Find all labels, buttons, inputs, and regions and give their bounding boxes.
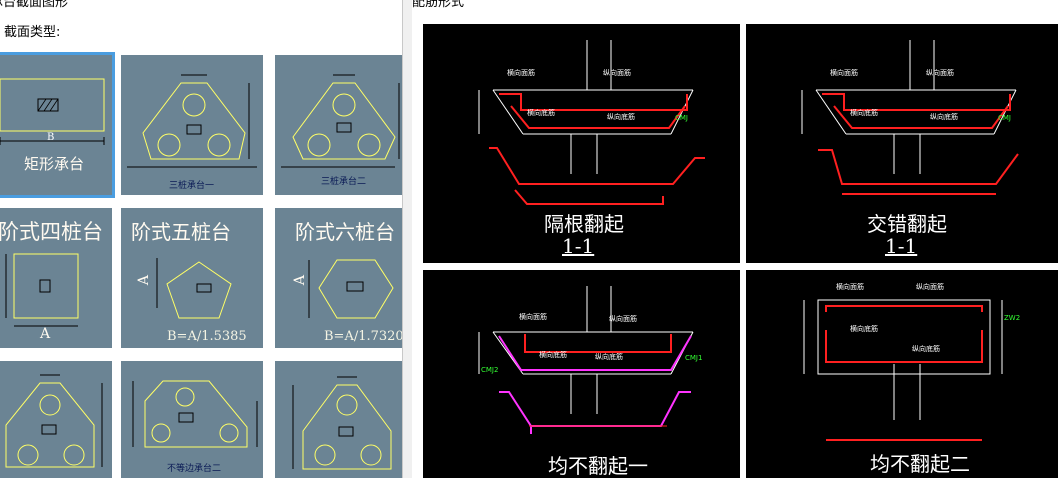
cmj2-label: CMJ2 bbox=[481, 366, 499, 374]
transverse-top-label: 横向面筋 bbox=[836, 283, 864, 291]
transverse-bottom-label: 横向底筋 bbox=[527, 109, 555, 117]
longitudinal-bottom-label: 纵向底筋 bbox=[595, 353, 623, 361]
tile-stepped-four-pile-cap[interactable]: 阶式四桩台 A bbox=[0, 208, 112, 348]
cap-section-group-title: 承台截面图形 bbox=[0, 0, 69, 10]
rebar-option-staggered-bent[interactable]: 横向面筋 纵向面筋 横向底筋 纵向底筋 CMJ 交错翻起 1-1 bbox=[746, 24, 1058, 263]
rectangular-cap-drawing bbox=[0, 78, 105, 145]
dim-a-label: A bbox=[136, 274, 153, 286]
transverse-bottom-label: 横向底筋 bbox=[850, 325, 878, 333]
section-type-label: 截面类型: bbox=[4, 25, 61, 40]
tile-three-pile-cap-two[interactable]: 三桩承台二 bbox=[275, 55, 402, 195]
formula-label: B=A/1.5385 bbox=[167, 329, 247, 344]
alternate-bent-drawing bbox=[478, 40, 705, 205]
tile-unequal-cap-two[interactable]: 不等边承台二 bbox=[121, 361, 263, 478]
none-bent-one-drawing bbox=[478, 286, 694, 434]
stepped-five-pile-cap-drawing bbox=[156, 258, 232, 319]
cmj-label: CMJ bbox=[998, 114, 1011, 122]
option-title: 均不翻起一 bbox=[548, 454, 648, 478]
tile-caption: 三桩承台二 bbox=[321, 177, 367, 187]
transverse-bottom-label: 横向底筋 bbox=[850, 109, 878, 117]
tile-caption: 阶式四桩台 bbox=[0, 220, 103, 244]
longitudinal-top-label: 纵向面筋 bbox=[926, 69, 954, 77]
tile-caption: 阶式六桩台 bbox=[295, 220, 395, 244]
transverse-bottom-label: 横向底筋 bbox=[539, 351, 567, 359]
dim-a-label: A bbox=[40, 326, 51, 342]
rebar-option-none-bent-one[interactable]: 横向面筋 纵向面筋 横向底筋 纵向底筋 CMJ1 CMJ2 均不翻起一 bbox=[423, 270, 740, 478]
three-pile-cap-one-drawing bbox=[127, 74, 257, 168]
three-pile-cap-two-drawing bbox=[281, 74, 400, 168]
unequal-cap-two-drawing bbox=[132, 380, 258, 448]
dim-b-label: B bbox=[47, 132, 55, 143]
unequal-cap-one-drawing bbox=[5, 374, 103, 468]
dim-a-label: A bbox=[292, 274, 309, 286]
tile-caption: 三桩承台一 bbox=[169, 181, 215, 191]
longitudinal-bottom-label: 纵向底筋 bbox=[930, 113, 958, 121]
unequal-cap-three-drawing bbox=[292, 376, 392, 470]
longitudinal-bottom-label: 纵向底筋 bbox=[607, 113, 635, 121]
tile-three-pile-cap-one[interactable]: 三桩承台一 bbox=[121, 55, 263, 195]
panel-divider bbox=[402, 0, 413, 478]
section-label: 1-1 bbox=[885, 234, 918, 258]
formula-label: B=A/1.7320 bbox=[324, 329, 402, 344]
cmj1-label: CMJ1 bbox=[685, 354, 703, 362]
rebar-option-alternate-bent[interactable]: 横向面筋 纵向面筋 横向底筋 纵向底筋 CMJ 隔根翻起 1-1 bbox=[423, 24, 740, 263]
option-title: 隔根翻起 bbox=[544, 212, 624, 236]
tile-stepped-five-pile-cap[interactable]: 阶式五桩台 A B=A/1.5385 bbox=[121, 208, 263, 348]
staggered-bent-drawing bbox=[801, 40, 1019, 195]
stepped-six-pile-cap-drawing bbox=[308, 259, 394, 319]
none-bent-two-drawing bbox=[803, 299, 1003, 441]
longitudinal-bottom-label: 纵向底筋 bbox=[912, 345, 940, 353]
tile-caption: 不等边承台二 bbox=[167, 464, 222, 474]
tile-unequal-cap-one[interactable] bbox=[0, 361, 112, 478]
tile-unequal-cap-three[interactable] bbox=[275, 361, 402, 478]
cap-section-panel: 承台截面图形 截面类型: B 矩形承台 三桩承台一 bbox=[0, 0, 402, 478]
tile-rectangular-cap[interactable]: B 矩形承台 bbox=[0, 52, 115, 198]
longitudinal-top-label: 纵向面筋 bbox=[609, 315, 637, 323]
transverse-top-label: 横向面筋 bbox=[830, 69, 858, 77]
stepped-four-pile-cap-drawing bbox=[5, 253, 79, 327]
transverse-top-label: 横向面筋 bbox=[519, 313, 547, 321]
tile-stepped-six-pile-cap[interactable]: 阶式六桩台 A B=A/1.7320 bbox=[275, 208, 402, 348]
tile-caption: 矩形承台 bbox=[24, 155, 85, 173]
rebar-form-group-title: 配筋形式 bbox=[412, 0, 465, 10]
rebar-option-none-bent-two[interactable]: 横向面筋 纵向面筋 横向底筋 纵向底筋 ZW2 均不翻起二 bbox=[746, 270, 1058, 478]
option-title: 交错翻起 bbox=[867, 212, 947, 236]
option-title: 均不翻起二 bbox=[870, 452, 970, 476]
transverse-top-label: 横向面筋 bbox=[507, 69, 535, 77]
longitudinal-top-label: 纵向面筋 bbox=[916, 283, 944, 291]
section-label: 1-1 bbox=[562, 234, 595, 258]
zw2-label: ZW2 bbox=[1004, 314, 1021, 322]
cmj-label: CMJ bbox=[675, 114, 688, 122]
rebar-form-panel: 配筋形式 横向面筋 纵向面筋 横向底筋 纵向底筋 CMJ 隔根翻起 1-1 bbox=[412, 0, 1058, 478]
tile-caption: 阶式五桩台 bbox=[131, 220, 231, 244]
longitudinal-top-label: 纵向面筋 bbox=[603, 69, 631, 77]
